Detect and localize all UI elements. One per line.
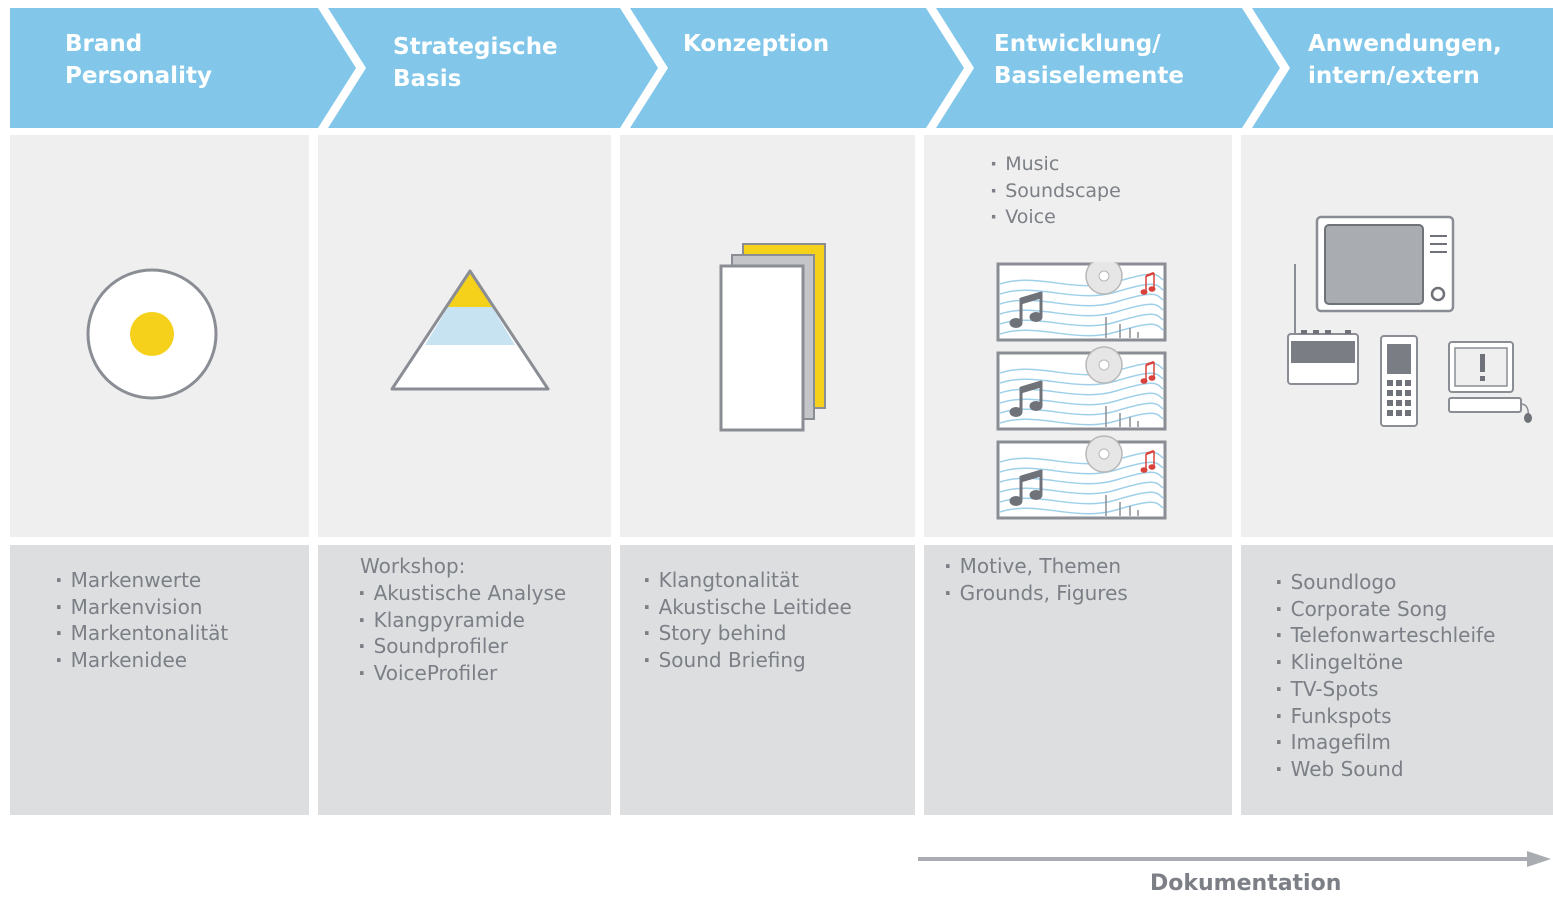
stage-title-entwicklung: Entwicklung/ Basiselemente [994,31,1184,89]
stage-title-strategische-basis: Strategische Basis [393,34,558,92]
workshop-heading: Workshop: [360,554,466,578]
stage-header-2 [328,8,658,128]
element-voice: Voice [990,204,1121,231]
target-circle-icon [86,268,218,400]
list-item: Klangtonalität [643,567,852,594]
elements-list: Music Soundscape Voice [990,151,1121,231]
list-item: Soundlogo [1275,569,1495,596]
stage-header-band [10,8,1553,128]
stage-title-konzeption: Konzeption [683,31,830,57]
list-item: Funkspots [1275,703,1495,730]
stage-title-anwendungen: Anwendungen, intern/extern [1308,31,1502,89]
sound-cards-illustration [996,262,1167,520]
list-item: Markentonalität [55,620,229,647]
list-item: VoiceProfiler [358,660,566,687]
pyramid-icon [390,269,550,391]
list-item: Markenidee [55,647,228,674]
list-item: TV-Spots [1275,676,1495,703]
brand-personality-list: Markenwerte Markenvision Markentonalität… [55,567,229,674]
konzeption-list: Klangtonalität Akustische Leitidee Story… [643,567,852,674]
list-item: Story behind [643,620,852,647]
list-item: Telefonwarteschleife [1275,622,1496,649]
element-music: Music [990,151,1121,178]
entwicklung-list: Motive, Themen Grounds, Figures [944,553,1128,606]
stage-title-brand-personality: Brand Personality [65,31,212,89]
element-soundscape: Soundscape [990,178,1121,205]
list-item: Akustische Analyse [358,580,567,607]
list-item: Soundprofiler [358,633,566,660]
list-item: Klangpyramide [358,607,566,634]
list-item: Markenvision [55,594,228,621]
list-item: Klingeltöne [1275,649,1495,676]
list-item: Markenwerte [55,567,228,594]
anwendungen-list: Soundlogo Corporate Song Telefonwartesch… [1275,569,1496,783]
stage-header-1 [10,8,356,128]
stage-header-5 [1252,8,1553,128]
list-item: Grounds, Figures [944,580,1128,607]
list-item: Sound Briefing [643,647,852,674]
document-stack-icon [719,243,826,432]
list-item: Web Sound [1275,756,1495,783]
documentation-label: Dokumentation [1150,871,1342,896]
stage-header-4 [936,8,1280,128]
documentation-arrow [918,851,1551,867]
strategische-basis-list: Akustische Analyse Klangpyramide Soundpr… [358,580,567,687]
list-item: Motive, Themen [944,553,1128,580]
list-item: Akustische Leitidee [643,594,852,621]
list-item: Imagefilm [1275,729,1495,756]
stage-header-3 [630,8,964,128]
devices-icon [1287,215,1532,427]
list-item: Corporate Song [1275,596,1495,623]
